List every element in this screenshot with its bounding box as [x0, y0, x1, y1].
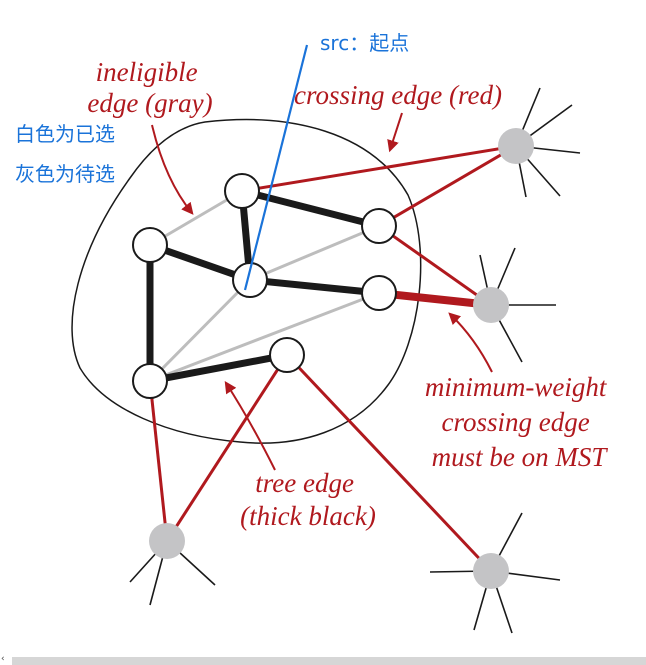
tree-vertex [269, 337, 305, 373]
tree-vertices [132, 173, 397, 399]
crossing-label: crossing edge (red) [294, 80, 502, 110]
bottom-scroll-strip [12, 657, 646, 665]
ineligible-arrow [151, 124, 194, 215]
tree-edge-label-line1: tree edge [255, 468, 354, 498]
minimum-weight-label: minimum-weight crossing edge must be on … [425, 372, 613, 472]
outside-spokes [129, 87, 581, 634]
tree-edge-label: tree edge (thick black) [240, 468, 376, 531]
outside-vertex [498, 128, 534, 164]
tree-vertex [224, 173, 260, 209]
tree-edge-label-line2: (thick black) [240, 501, 376, 531]
outside-vertex [473, 287, 509, 323]
outside-vertex [473, 553, 509, 589]
minimum-weight-label-line2: crossing edge [442, 407, 590, 437]
minimum-arrow [448, 312, 493, 373]
minimum-weight-crossing-edge [378, 289, 492, 309]
tree-edges [146, 187, 383, 385]
gray-pending-label: 灰色为待选 [15, 162, 115, 186]
annotation-arrows [151, 112, 493, 471]
crossing-edges [148, 144, 517, 573]
minimum-weight-label-line3: must be on MST [432, 442, 609, 472]
ineligible-label: ineligible edge (gray) [87, 57, 212, 118]
tree-vertex [361, 208, 397, 244]
tree-vertex [132, 227, 168, 263]
tree-vertex [132, 363, 168, 399]
outside-vertex [149, 523, 185, 559]
outside-vertices [149, 128, 534, 589]
ineligible-label-line2: edge (gray) [87, 88, 212, 118]
tree-arrow [224, 380, 276, 471]
tree-vertex-src [232, 262, 268, 298]
bottom-edge-mark: ‹ [1, 654, 5, 664]
crossing-arrow [387, 112, 403, 153]
src-pointer-line [243, 44, 309, 291]
minimum-weight-label-line1: minimum-weight [425, 372, 608, 402]
tree-vertex [361, 275, 397, 311]
ineligible-label-line1: ineligible [96, 57, 198, 87]
cut-boundary [71, 118, 422, 444]
src-label: src：起点 [320, 31, 409, 55]
white-selected-label: 白色为已选 [15, 122, 115, 146]
